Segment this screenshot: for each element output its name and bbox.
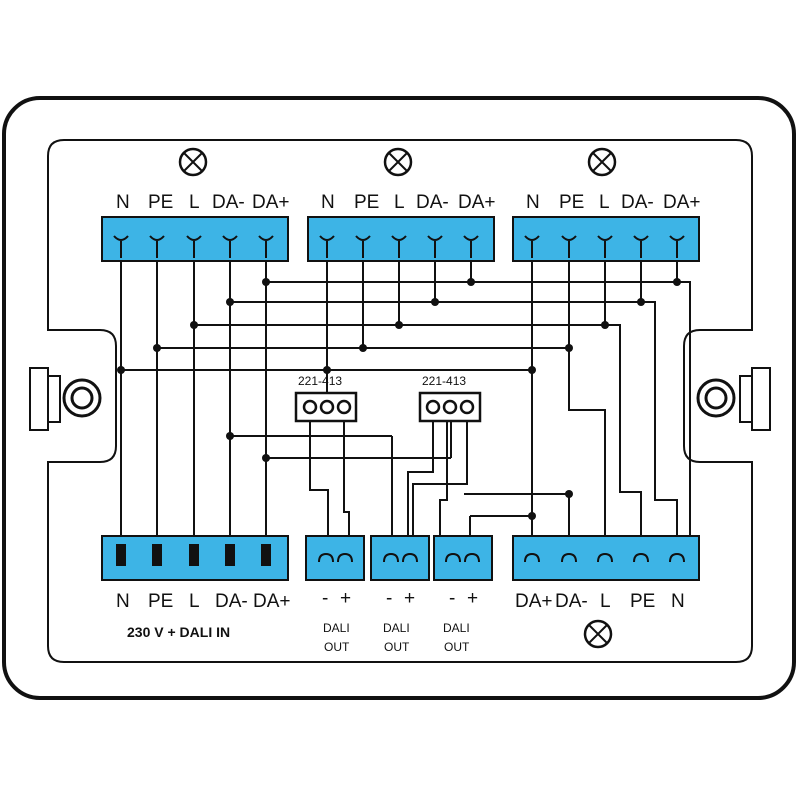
spring-clamp-icons [524, 235, 685, 258]
terminal-label-l: L [599, 192, 610, 213]
terminal-label-da-plus: DA+ [515, 591, 553, 612]
top-terminal-block-1: N PE L DA- DA+ [101, 192, 290, 262]
terminal-label-da-plus: DA+ [663, 192, 701, 213]
dali-out-label: DALI [323, 621, 350, 635]
dali-out-label: DALI [383, 621, 410, 635]
dali-out-block-2: - + DALI OUT [370, 535, 430, 654]
connector-label: 221-413 [298, 374, 342, 388]
terminal-label-pe: PE [559, 192, 584, 213]
terminal-label-l: L [189, 591, 200, 612]
input-terminal-block: N PE L DA- DA+ 230 V + DALI IN [101, 535, 291, 640]
dali-out-label: OUT [384, 640, 410, 654]
input-caption: 230 V + DALI IN [127, 624, 230, 640]
spring-clamp-icons [319, 235, 479, 258]
terminal-label-n: N [116, 192, 130, 213]
lamp-symbol-icon [178, 147, 208, 177]
lamp-symbol-icon [587, 147, 617, 177]
terminal-label-pe: PE [148, 192, 173, 213]
dali-out-block-3: - + DALI OUT [433, 535, 493, 654]
terminal-label-da-minus: DA- [416, 192, 449, 213]
terminal-label-da-plus: DA+ [252, 192, 290, 213]
dali-terminal-plus: + [467, 588, 478, 609]
dali-terminal-minus: - [386, 588, 392, 609]
spring-clamp-icons [524, 552, 685, 563]
dali-out-label: DALI [443, 621, 470, 635]
mounting-screw-right-icon [696, 367, 771, 431]
connector-label: 221-413 [422, 374, 466, 388]
terminal-label-n: N [321, 192, 335, 213]
terminal-label-n: N [116, 591, 130, 612]
terminal-label-da-minus: DA- [215, 591, 248, 612]
terminal-label-n: N [526, 192, 540, 213]
mounting-screw-left-icon [29, 367, 102, 431]
terminal-label-da-minus: DA- [555, 591, 588, 612]
dali-terminal-minus: - [449, 588, 455, 609]
spring-clamp-icons [113, 235, 274, 258]
housing-inner [47, 139, 753, 663]
dali-terminal-plus: + [404, 588, 415, 609]
top-terminal-block-2: N PE L DA- DA+ [307, 192, 496, 262]
terminal-label-da-minus: DA- [212, 192, 245, 213]
wago-connector-1: 221-413 [294, 374, 358, 423]
terminal-label-pe: PE [354, 192, 379, 213]
dali-terminal-minus: - [322, 588, 328, 609]
dali-out-label: OUT [444, 640, 470, 654]
terminal-label-da-minus: DA- [621, 192, 654, 213]
terminal-label-n: N [671, 591, 685, 612]
lamp-symbol-icon [583, 619, 613, 649]
lamp-symbol-icon [383, 147, 413, 177]
terminal-label-da-plus: DA+ [253, 591, 291, 612]
terminal-label-l: L [189, 192, 200, 213]
dali-out-block-1: - + DALI OUT [305, 535, 365, 654]
dali-terminal-plus: + [340, 588, 351, 609]
terminal-label-pe: PE [630, 591, 655, 612]
terminal-label-pe: PE [148, 591, 173, 612]
top-terminal-block-3: N PE L DA- DA+ [512, 192, 701, 262]
dali-out-label: OUT [324, 640, 350, 654]
junction-dots [117, 278, 681, 520]
wago-connector-2: 221-413 [418, 374, 482, 423]
terminal-label-l: L [394, 192, 405, 213]
output-terminal-block: DA+ DA- L PE N [512, 535, 700, 612]
terminal-label-l: L [600, 591, 611, 612]
terminal-label-da-plus: DA+ [458, 192, 496, 213]
screw-terminal-icons [116, 544, 271, 566]
